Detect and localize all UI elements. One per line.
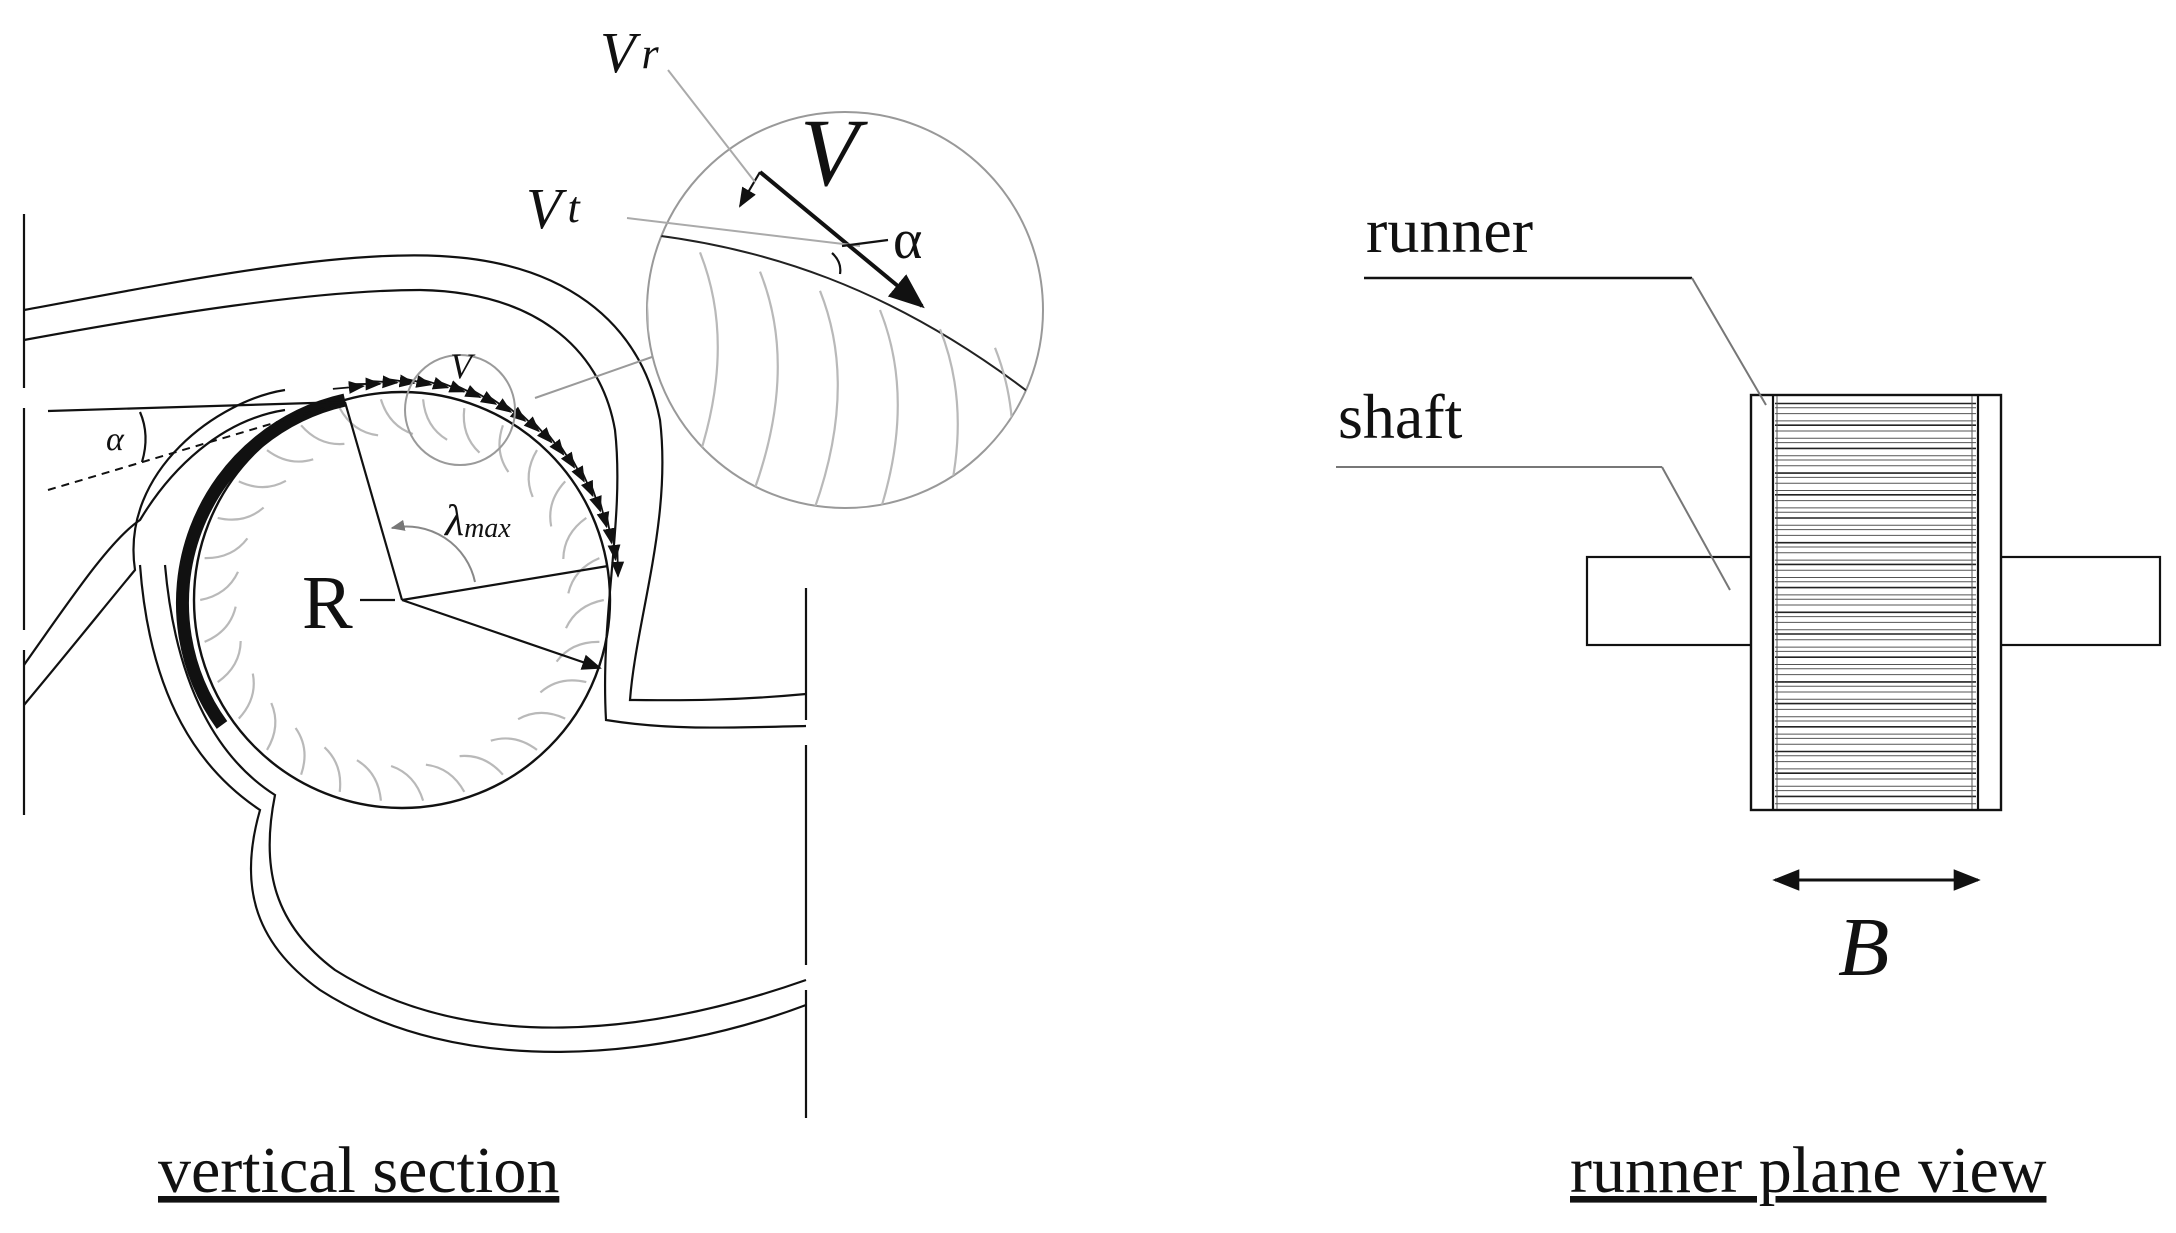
runner-blade [426, 765, 464, 792]
runner-blade [205, 607, 236, 642]
runner-body [1751, 395, 2001, 810]
vr-symbol: V [600, 20, 642, 85]
vt-subscript: t [567, 183, 581, 232]
plane-view-caption: runner plane view [1570, 1134, 2047, 1207]
detail-callout-leader [535, 357, 652, 398]
jet-arrow [617, 546, 618, 577]
jet-arrow [581, 468, 593, 496]
r-label: R [302, 561, 353, 645]
v-label-small: V [450, 346, 476, 386]
runner-blade [218, 641, 241, 682]
runner-blade [423, 399, 447, 440]
runner-blade [296, 728, 305, 775]
runner-blade [239, 481, 286, 487]
radius-line-exit [402, 566, 608, 600]
runner-blade [218, 508, 264, 520]
shaft-label: shaft [1338, 381, 1463, 452]
runner-blade [557, 642, 600, 662]
runner-leader [1692, 278, 1766, 405]
alpha-label-zoom: α [893, 209, 922, 271]
jet-arrow [367, 381, 398, 383]
runner-blade [529, 450, 537, 497]
runner-blade [566, 600, 604, 628]
jet-arrow [570, 454, 584, 481]
runner-blade [267, 450, 313, 461]
shaft-leader [1662, 467, 1730, 590]
runner-blade [200, 572, 238, 600]
runner-blade [357, 760, 381, 801]
alpha-arc [140, 412, 146, 462]
runner-blade [325, 747, 341, 792]
lambda-subscript: max [464, 513, 511, 544]
runner-blade [499, 425, 508, 472]
runner-blade [491, 738, 537, 749]
jet-arrow [606, 513, 611, 543]
jet-arrow [590, 482, 600, 511]
shaft-left [1587, 557, 1752, 645]
runner-plane-view-diagram: runner shaft B [1336, 195, 2160, 994]
zoom-blade [620, 232, 648, 462]
width-label: B [1838, 901, 1889, 994]
jet-arrow [469, 388, 495, 404]
runner-blade [340, 408, 378, 435]
runner-blade [460, 756, 503, 775]
runner-blade [239, 674, 254, 719]
v-label-zoom: V [800, 99, 868, 206]
runner-blade [267, 703, 275, 750]
jet-arrow [333, 386, 364, 389]
jet-arrow [486, 394, 511, 412]
lambda-label: λmax [443, 496, 511, 545]
runner-blade [301, 425, 344, 444]
jet-arrow [599, 497, 607, 527]
runner-blade [205, 538, 248, 558]
runner-blade [563, 518, 586, 559]
alpha-label-left: α [106, 421, 125, 458]
runner-blade [518, 713, 565, 719]
runner-blade [464, 408, 480, 453]
runner-blade [568, 558, 599, 593]
radius-arrow [402, 600, 600, 668]
runner-blade [550, 481, 565, 526]
vr-subscript: r [641, 29, 659, 78]
jet-velocity-arrows [333, 378, 618, 576]
vertical-section-caption: vertical section [158, 1134, 559, 1207]
runner-blade [540, 680, 586, 692]
runner-label: runner [1366, 195, 1533, 266]
vt-symbol: V [526, 176, 568, 241]
lambda-symbol: λ [443, 496, 464, 545]
runner-blade [391, 766, 423, 801]
radius-line-entry [345, 402, 402, 600]
shaft-right [2000, 557, 2160, 645]
